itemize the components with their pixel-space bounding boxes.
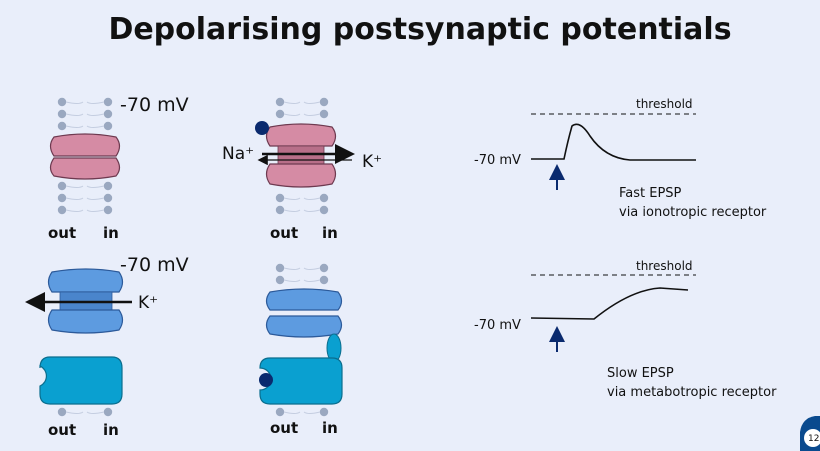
lipid-head: [276, 98, 284, 106]
lipid-tail: [284, 102, 320, 104]
lipid-head: [320, 264, 328, 272]
fast-epsp-curve: [531, 124, 696, 160]
fast-epsp-trace: threshold -70 mV Fast EPSP via ionotropi…: [474, 97, 767, 220]
lipid-head: [320, 408, 328, 416]
lipid-tail: [66, 210, 104, 212]
lipid-head: [58, 194, 66, 202]
metabo-active-out-label: out: [270, 419, 298, 437]
lipid-tail: [66, 198, 104, 200]
metabotropic-receptor: [40, 357, 122, 404]
lipid-head: [58, 182, 66, 190]
brain-logo-icon: 12: [800, 416, 820, 451]
lipid-head: [320, 98, 328, 106]
slow-epsp-trace: threshold -70 mV Slow EPSP via metabotro…: [474, 259, 777, 400]
lipid-head: [276, 206, 284, 214]
neurotransmitter-bound-icon: [259, 373, 273, 387]
lipid-tail: [284, 268, 320, 270]
iono-open-in-label: in: [322, 224, 338, 242]
lipid-tail: [284, 210, 320, 212]
lipid-head: [58, 110, 66, 118]
lipid-tail: [66, 186, 104, 188]
fast-caption-1: Fast EPSP: [619, 186, 682, 201]
lipid-tail: [66, 126, 104, 128]
lipid-head: [276, 194, 284, 202]
lipid-head: [58, 98, 66, 106]
metabo-rest-channel-bottom: [49, 310, 123, 333]
slow-baseline-label: -70 mV: [474, 318, 521, 333]
metabo-rest-in-label: in: [103, 421, 119, 439]
metabo-active-in-label: in: [322, 419, 338, 437]
iono-open-channel-bottom: [267, 164, 336, 187]
slow-caption-2: via metabotropic receptor: [607, 385, 777, 400]
lipid-head: [104, 98, 112, 106]
lipid-head: [320, 194, 328, 202]
iono-rest-channel-bottom: [51, 158, 120, 179]
fast-baseline-label: -70 mV: [474, 153, 521, 168]
iono-rest-channel-top: [51, 134, 120, 156]
fast-threshold-label: threshold: [636, 97, 693, 111]
lipid-head: [58, 122, 66, 130]
iono-rest-voltage: -70 mV: [120, 94, 189, 116]
metabo-active-channel-bottom: [267, 316, 342, 337]
lipid-tail: [66, 102, 104, 104]
lipid-head: [104, 194, 112, 202]
iono-rest-out-label: out: [48, 224, 76, 242]
lipid-head: [58, 206, 66, 214]
metabo-active-channel-top: [267, 289, 342, 310]
iono-open-panel: Na⁺ K⁺ out in: [222, 121, 382, 242]
lipid-head: [104, 122, 112, 130]
slow-threshold-label: threshold: [636, 259, 693, 273]
slow-epsp-curve: [531, 288, 688, 319]
metabo-rest-out-label: out: [48, 421, 76, 439]
lipid-head: [104, 206, 112, 214]
lipid-head: [320, 206, 328, 214]
lipid-head: [276, 276, 284, 284]
fast-caption-2: via ionotropic receptor: [619, 205, 767, 220]
slow-caption-1: Slow EPSP: [607, 366, 674, 381]
lipid-head: [320, 276, 328, 284]
lipid-tail: [66, 412, 104, 414]
k-ion-label: K⁺: [362, 152, 382, 172]
lipid-tail: [284, 412, 320, 414]
lipid-tail: [66, 114, 104, 116]
lipid-head: [104, 182, 112, 190]
lipid-head: [104, 408, 112, 416]
k-ion-label-metabo: K⁺: [138, 293, 158, 313]
lipid-tail: [284, 198, 320, 200]
lipid-head: [104, 110, 112, 118]
iono-open-out-label: out: [270, 224, 298, 242]
metabo-rest-voltage: -70 mV: [120, 254, 189, 276]
lipid-head: [58, 408, 66, 416]
lipid-head: [320, 110, 328, 118]
metabo-active-panel: out in: [259, 289, 342, 437]
neurotransmitter-icon: [255, 121, 269, 135]
iono-open-channel-top: [267, 124, 336, 146]
slide-number: 12: [808, 434, 819, 444]
lipid-head: [276, 110, 284, 118]
lipid-tail: [284, 114, 320, 116]
iono-rest-panel: -70 mV out in: [48, 94, 189, 242]
lipid-tail: [284, 280, 320, 282]
na-ion-label: Na⁺: [222, 144, 254, 164]
lipid-head: [276, 408, 284, 416]
iono-rest-in-label: in: [103, 224, 119, 242]
metabo-rest-channel-top: [49, 269, 123, 292]
lipid-head: [276, 264, 284, 272]
